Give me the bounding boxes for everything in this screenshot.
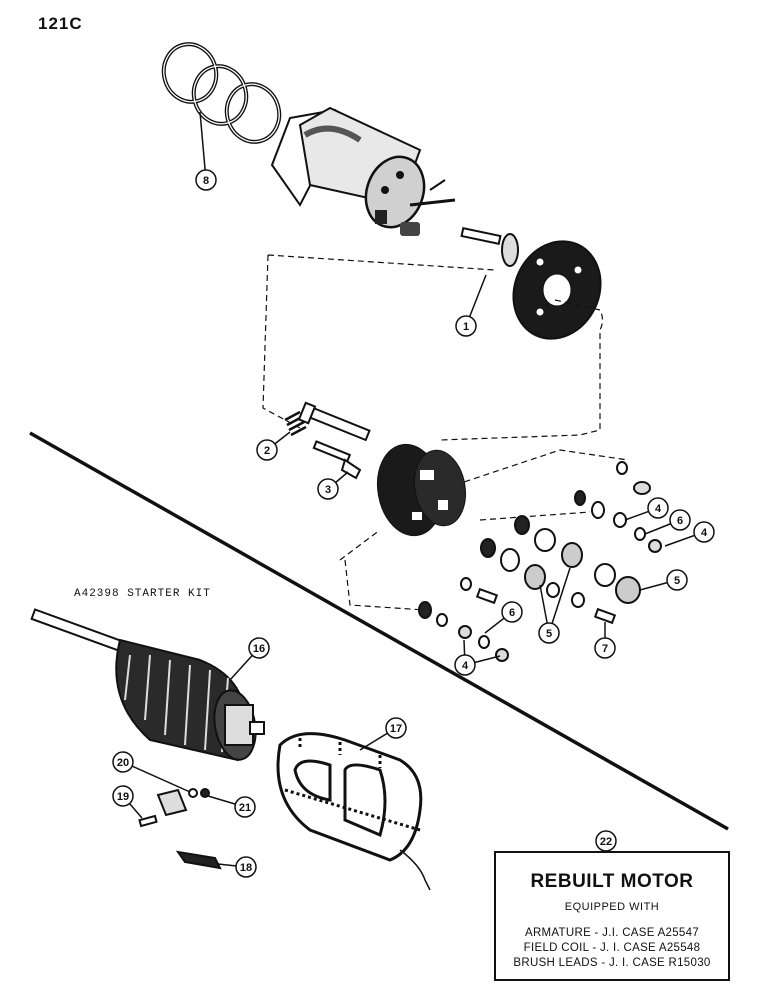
callout-label-17: 17 (390, 723, 402, 735)
callout-label-4b: 4 (701, 527, 708, 539)
callout-label-20: 20 (117, 757, 129, 769)
callout-label-22: 22 (600, 836, 612, 848)
callout-2 (256, 431, 291, 461)
callout-label-8: 8 (203, 175, 209, 187)
callout-label-21: 21 (239, 802, 251, 814)
callout-label-4c: 4 (462, 660, 469, 672)
callout-label-16: 16 (253, 643, 265, 655)
rebuilt-line-armature: ARMATURE - J.I. CASE A25547 (524, 927, 700, 939)
snap-rings (161, 42, 282, 144)
callout-label-7: 7 (602, 643, 608, 655)
callout-label-6a: 6 (677, 515, 683, 527)
rebuilt-subtitle: EQUIPPED WITH (564, 901, 660, 913)
starter-kit-label: A42398 STARTER KIT (74, 588, 211, 600)
armature (30, 608, 265, 762)
callout-5b (538, 567, 571, 644)
mounting-bolts (297, 401, 371, 480)
page-number: 121C (38, 14, 83, 33)
rebuilt-title: REBUILT MOTOR (530, 871, 694, 892)
callout-label-18: 18 (240, 862, 252, 874)
callout-4a (624, 497, 669, 521)
callout-label-6b: 6 (509, 607, 515, 619)
fiber-disc (512, 240, 602, 340)
brush-parts (138, 788, 222, 870)
plunger (460, 226, 519, 267)
callout-label-3: 3 (325, 484, 331, 496)
callout-20 (112, 751, 191, 793)
callout-17 (359, 717, 407, 751)
divider-line (29, 431, 729, 831)
solenoid-housing (270, 106, 456, 236)
callout-4c (454, 639, 501, 676)
callout-21 (207, 795, 256, 818)
callout-7 (594, 622, 616, 659)
return-spring (284, 410, 307, 437)
callout-18 (217, 856, 257, 878)
callout-8 (195, 111, 217, 191)
callout-label-5a: 5 (674, 575, 680, 587)
callout-6b (484, 601, 523, 634)
callout-label-4a: 4 (655, 503, 662, 515)
callout-19 (112, 785, 143, 819)
rebuilt-line-brush-leads: BRUSH LEADS - J. I. CASE R15030 (513, 957, 711, 969)
callout-6a (644, 509, 691, 535)
rebuilt-line-field-coil: FIELD COIL - J. I. CASE A25548 (523, 942, 701, 954)
callout-16 (229, 637, 270, 681)
callout-label-1: 1 (463, 321, 469, 333)
callout-4b (664, 521, 715, 547)
callout-label-5b: 5 (546, 628, 552, 640)
field-coil (276, 732, 431, 891)
rebuilt-motor-box: REBUILT MOTOR EQUIPPED WITH ARMATURE - J… (494, 851, 730, 981)
assembly-dashed-outline (262, 254, 604, 441)
callout-label-2: 2 (264, 445, 270, 457)
callouts (112, 111, 715, 878)
contact-housing (376, 443, 466, 537)
callout-1 (455, 274, 487, 337)
washers-and-nuts (418, 461, 662, 662)
callout-3 (317, 471, 349, 500)
callout-label-19: 19 (117, 791, 129, 803)
callout-5a (639, 569, 688, 591)
